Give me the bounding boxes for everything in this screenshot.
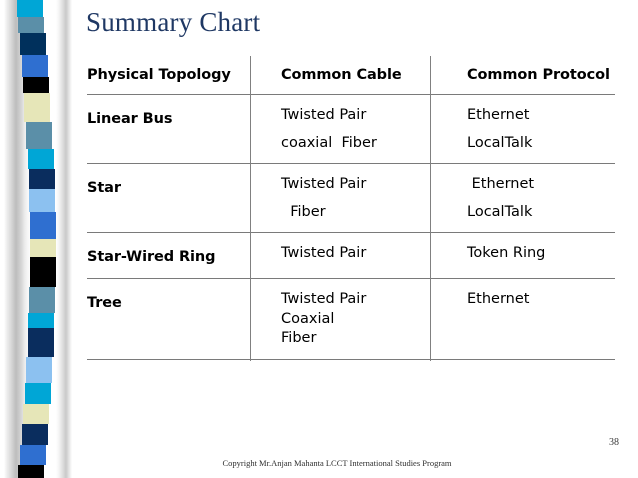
column-header-label: Physical Topology [87, 67, 231, 83]
strip-band [0, 445, 72, 465]
topology-label: Linear Bus [87, 111, 173, 127]
cable-text-line: Twisted Pair [281, 291, 367, 307]
cell-topology: Star [87, 164, 250, 232]
cable-text: Twisted Pair coaxial Fiber [281, 108, 430, 150]
column-header-2: Common Cable [250, 56, 430, 96]
row-divider [87, 163, 615, 164]
strip-band [0, 257, 72, 287]
strip-band [0, 404, 72, 424]
column-header-3: Common Protocol [430, 56, 615, 96]
header-divider-row [87, 94, 615, 95]
cell-common-protocol: Token Ring [430, 231, 615, 280]
strip-band [0, 313, 72, 328]
protocol-text-line: LocalTalk [467, 203, 533, 220]
cable-text-line: Twisted Pair [281, 176, 367, 192]
cell-topology: Star-Wired Ring [87, 233, 250, 278]
decorative-color-strip [0, 0, 72, 478]
strip-band [0, 0, 72, 17]
protocol-text-line: Ethernet [467, 107, 530, 123]
column-header-label: Common Protocol [467, 67, 610, 83]
row-divider [87, 278, 615, 279]
protocol-text: Token Ring [467, 246, 615, 261]
row-divider [87, 94, 615, 95]
cell-common-cable: Twisted Pair [250, 231, 430, 280]
row-divider-row-2 [87, 232, 615, 233]
strip-band [0, 149, 72, 169]
cable-text: Twisted Pair Fiber [281, 177, 430, 219]
summary-chart-table: Physical Topology Common Cable Common Prot… [87, 56, 615, 360]
strip-band [0, 239, 72, 257]
strip-color-bands [0, 0, 72, 478]
strip-band [0, 465, 72, 478]
cell-common-protocol: Ethernet [430, 277, 615, 360]
cable-text-line: coaxial Fiber [281, 134, 377, 151]
cable-text: Twisted Pair [281, 246, 430, 261]
table-row: Linear Bus Twisted Pair coaxial Fiber Ether… [87, 93, 615, 165]
protocol-text-line: Token Ring [467, 245, 546, 261]
protocol-text-line: LocalTalk [467, 134, 533, 151]
strip-band [0, 33, 72, 55]
page-number: 38 [609, 437, 619, 448]
row-divider-row-1 [87, 163, 615, 164]
strip-band [0, 122, 72, 149]
topology-label: Tree [87, 295, 122, 311]
row-divider-row-3 [87, 278, 615, 279]
protocol-text-line: Ethernet [467, 176, 535, 192]
topology-label: Star [87, 180, 121, 196]
cell-topology: Linear Bus [87, 95, 250, 163]
column-header-label: Common Cable [281, 67, 402, 83]
strip-band [0, 357, 72, 383]
row-divider [87, 232, 615, 233]
strip-band [0, 424, 72, 445]
table-header-row: Physical Topology Common Cable Common Prot… [87, 56, 615, 96]
strip-band [0, 383, 72, 404]
strip-band [0, 169, 72, 189]
strip-band [0, 17, 72, 33]
cable-text-line: Twisted Pair [281, 245, 367, 261]
column-header-1: Physical Topology [87, 58, 250, 94]
cable-text-line: Fiber [281, 330, 317, 346]
table-row: Star-Wired Ring Twisted Pair Token Ring [87, 231, 615, 280]
strip-band [0, 93, 72, 122]
page-title: Summary Chart [86, 7, 261, 37]
strip-band [0, 77, 72, 93]
strip-band [0, 287, 72, 313]
strip-band [0, 55, 72, 77]
row-divider [87, 358, 615, 360]
strip-band [0, 189, 72, 212]
cable-text-line: Fiber [281, 203, 326, 220]
row-divider-row-4 [87, 358, 615, 360]
cell-common-cable: Twisted Pair Fiber [250, 162, 430, 234]
strip-band [0, 328, 72, 357]
cable-text-line: Twisted Pair [281, 107, 367, 123]
copyright-notice: Copyright Mr.Anjan Mahanta LCCT Internat… [222, 458, 452, 468]
cell-topology: Tree [87, 279, 250, 359]
protocol-text-line: Ethernet [467, 291, 530, 307]
protocol-text: Ethernet [467, 292, 615, 307]
strip-band [0, 212, 72, 239]
cell-common-cable: Twisted Pair coaxial Fiber [250, 93, 430, 165]
topology-label: Star-Wired Ring [87, 249, 216, 265]
cable-text-line: Coaxial [281, 310, 335, 327]
